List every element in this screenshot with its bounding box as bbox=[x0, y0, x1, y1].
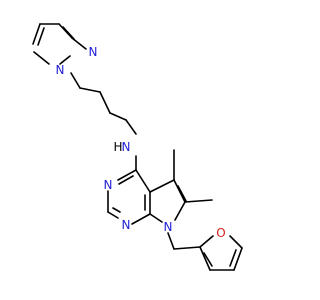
bond-imid-c2-n3 bbox=[71, 37, 87, 50]
bond-imid-c5-n bbox=[32, 23, 41, 45]
bond-furan-c4-c5-double bbox=[229, 249, 237, 267]
bond-c4-n3-double bbox=[118, 175, 134, 185]
bond-chain-2 bbox=[79, 87, 101, 93]
atom-labels: N N N H N N N O bbox=[56, 45, 226, 240]
pyrrole-ring bbox=[149, 179, 187, 223]
bond-c2-n1-double bbox=[112, 207, 121, 213]
bond-imid-n-c bbox=[33, 51, 50, 65]
bond-imid-double-2 bbox=[37, 27, 45, 46]
bond-c4a-c4 bbox=[135, 169, 151, 193]
pyrimidine-n3-label: N bbox=[104, 178, 113, 192]
bond-imid-double-inner bbox=[62, 26, 75, 40]
bond-methyl-c6 bbox=[184, 199, 213, 203]
imidazole-n3-label: N bbox=[89, 45, 98, 59]
pyrrole-n7-label: N bbox=[164, 220, 173, 234]
bond-chain-5 bbox=[125, 119, 137, 135]
bond-furan-c2-c3-double bbox=[203, 252, 213, 267]
bond-c6-n7 bbox=[174, 201, 186, 221]
bond-c5-c6 bbox=[173, 179, 186, 203]
bond-chain-3 bbox=[99, 91, 111, 114]
pyrimidine-ring bbox=[107, 169, 151, 225]
bond-c5-c6-double bbox=[177, 185, 187, 202]
propyl-linker bbox=[70, 72, 137, 135]
imidazole-n1-label: N bbox=[56, 63, 65, 77]
imidazole-ring bbox=[32, 23, 87, 65]
bond-chain-4 bbox=[109, 112, 127, 121]
pyrimidine-n1-label: N bbox=[122, 218, 131, 232]
bond-c4-n3 bbox=[117, 169, 137, 181]
bond-n7-ch2 bbox=[167, 232, 175, 250]
bond-furan-c2-c3 bbox=[199, 246, 211, 271]
furan-o-label: O bbox=[216, 226, 225, 240]
amine-h-label: H bbox=[113, 140, 122, 154]
bond-imid-n1-c bbox=[59, 55, 71, 65]
bond-n1-c7a bbox=[131, 213, 151, 225]
bond-ch2-furan bbox=[173, 246, 201, 250]
bond-chain-1 bbox=[70, 72, 81, 89]
bond-furan-c5-o bbox=[229, 235, 243, 249]
bond-furan-o-c2 bbox=[199, 235, 214, 248]
amine-n-label: N bbox=[122, 140, 131, 154]
bond-n7-c7a bbox=[149, 213, 163, 223]
bond-c2-n1 bbox=[107, 211, 119, 219]
furan-ring bbox=[199, 235, 243, 271]
molecule-structure-canvas: N N N H N N N O bbox=[32, 23, 243, 271]
molecule-drawing: N N N H N N N O bbox=[32, 23, 243, 271]
bond-c4a-c5 bbox=[149, 179, 175, 193]
bond-imid-c4-c2 bbox=[58, 23, 73, 39]
bond-furan-c4-c5 bbox=[233, 247, 243, 271]
